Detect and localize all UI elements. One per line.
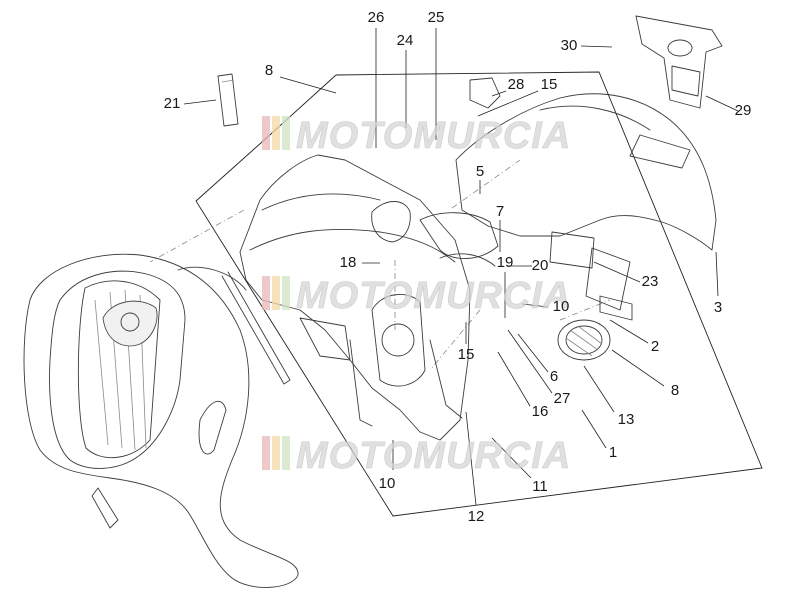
glovebox-cover-part bbox=[455, 93, 717, 321]
callout-3: 3 bbox=[714, 299, 722, 316]
callout-15: 15 bbox=[541, 76, 558, 93]
callout-10: 10 bbox=[553, 298, 570, 315]
callout-12: 12 bbox=[468, 508, 485, 525]
watermark-middle: MOTOMURCIA bbox=[262, 275, 571, 317]
watermark-bottom: MOTOMURCIA bbox=[262, 435, 571, 477]
front-shield-part bbox=[23, 253, 299, 588]
callout-24: 24 bbox=[397, 32, 414, 49]
callout-23: 23 bbox=[642, 273, 659, 290]
callout-5: 5 bbox=[476, 163, 484, 180]
callout-11: 11 bbox=[532, 478, 548, 495]
callout-8: 8 bbox=[671, 382, 679, 399]
callout-labels: 26 25 24 30 8 28 15 21 29 5 7 18 19 20 23 10 3 2 15 6 8 27 16 1… bbox=[164, 9, 752, 525]
callout-18: 18 bbox=[340, 254, 357, 271]
callout-2: 2 bbox=[651, 338, 659, 355]
watermark-stripe bbox=[282, 116, 290, 150]
callout-26: 26 bbox=[368, 9, 385, 26]
watermarks: MOTOMURCIA MOTOMURCIA MOTOMURCIA bbox=[262, 115, 571, 477]
watermark-text: MOTOMURCIA bbox=[296, 435, 571, 477]
watermark-stripe bbox=[272, 276, 280, 310]
clip-part-28 bbox=[469, 77, 501, 109]
watermark-stripe bbox=[272, 436, 280, 470]
leader-lines bbox=[183, 28, 739, 506]
callout-13: 13 bbox=[618, 411, 635, 428]
vent-cap-part bbox=[557, 319, 611, 361]
callout-21: 21 bbox=[164, 95, 181, 112]
callout-16: 16 bbox=[532, 403, 549, 420]
callout-30: 30 bbox=[561, 37, 578, 54]
watermark-stripe bbox=[282, 276, 290, 310]
callout-27: 27 bbox=[554, 390, 571, 407]
callout-20: 20 bbox=[532, 257, 549, 274]
watermark-stripe bbox=[262, 276, 270, 310]
callout-19: 19 bbox=[497, 254, 514, 271]
watermark-stripe bbox=[262, 436, 270, 470]
callout-1: 1 bbox=[609, 444, 617, 461]
callout-28: 28 bbox=[508, 76, 525, 93]
callout-7: 7 bbox=[496, 203, 504, 220]
handlebar-cover-part bbox=[635, 15, 723, 109]
watermark-text: MOTOMURCIA bbox=[296, 275, 571, 317]
callout-15: 15 bbox=[458, 346, 475, 363]
callout-25: 25 bbox=[428, 9, 445, 26]
watermark-text: MOTOMURCIA bbox=[296, 115, 571, 157]
callout-6: 6 bbox=[550, 368, 558, 385]
callout-8: 8 bbox=[265, 62, 273, 79]
watermark-top: MOTOMURCIA bbox=[262, 115, 571, 157]
watermark-stripe bbox=[272, 116, 280, 150]
watermark-stripe bbox=[262, 116, 270, 150]
callout-10: 10 bbox=[379, 475, 396, 492]
watermark-stripe bbox=[282, 436, 290, 470]
callout-29: 29 bbox=[735, 102, 752, 119]
small-cover-part-21 bbox=[217, 73, 239, 127]
inner-leg-shield-part bbox=[239, 154, 499, 441]
